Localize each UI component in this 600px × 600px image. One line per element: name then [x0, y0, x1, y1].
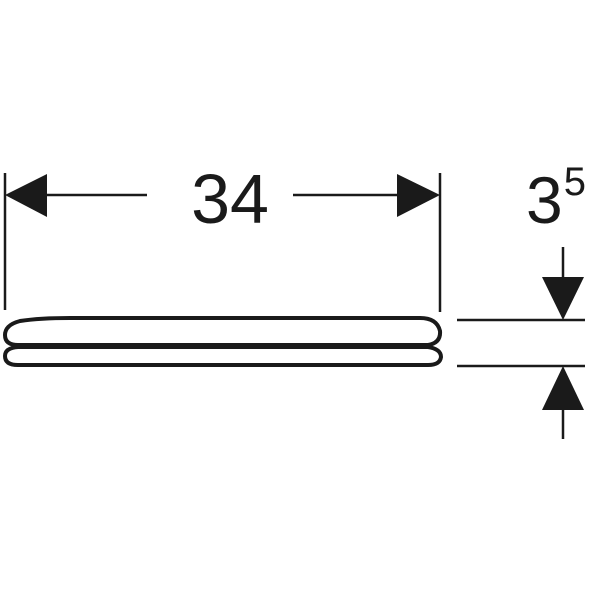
width-dimension-label: 34 [180, 164, 280, 234]
height-dimension-label: 35 [526, 162, 586, 233]
right-arrowhead-icon [397, 174, 440, 217]
seat-ring-profile [2, 345, 444, 367]
width-value: 34 [191, 160, 269, 238]
up-arrowhead-icon [542, 366, 584, 410]
height-value: 3 [526, 163, 563, 237]
height-superscript: 5 [563, 160, 586, 204]
down-arrowhead-icon [542, 277, 584, 320]
left-arrowhead-icon [5, 174, 47, 217]
seat-lid-profile [2, 316, 443, 347]
